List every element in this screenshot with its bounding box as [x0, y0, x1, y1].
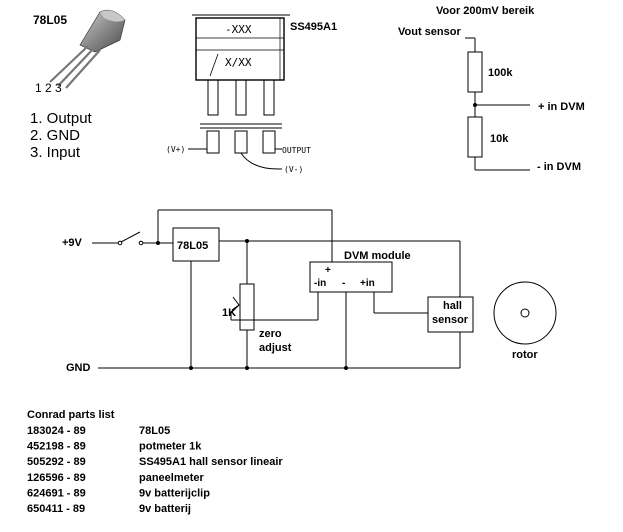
regulator-block: [172, 227, 220, 262]
hall-pin-vplus: (V+): [166, 145, 185, 154]
divider-minus-label: - in DVM: [537, 161, 581, 173]
dvm-minus-terminal: -: [342, 278, 345, 289]
voltage-divider: Voor 200mV bereik Vout sensor 100k 10k +…: [398, 5, 585, 173]
dvm-title: DVM module: [344, 250, 411, 262]
divider-title: Voor 200mV bereik: [436, 5, 535, 17]
divider-vout-label: Vout sensor: [398, 26, 461, 38]
regulator-block-label: 78L05: [177, 240, 208, 252]
hall-sensor-label-1: hall: [443, 300, 462, 312]
parts-row-description: paneelmeter: [139, 472, 205, 484]
power-switch: [120, 231, 141, 243]
potentiometer: [239, 283, 255, 331]
parts-row-code: 624691 - 89: [27, 487, 86, 499]
regulator-pin-1: 1. Output: [30, 110, 93, 127]
rotor-label: rotor: [512, 349, 538, 361]
hall-package-bottom-marking: X/XX: [225, 56, 252, 69]
divider-r-bottom: 10k: [490, 133, 509, 145]
parts-row-code: 452198 - 89: [27, 441, 86, 453]
hall-package-top-marking: -XXX: [225, 23, 252, 36]
regulator-pin-numbers: 1 2 3: [35, 81, 62, 95]
parts-row-description: 9v batterijclip: [139, 487, 210, 499]
dvm-module-block: [309, 261, 393, 293]
parts-row-description: SS495A1 hall sensor lineair: [139, 456, 283, 468]
regulator-pin-2: 2. GND: [30, 127, 80, 144]
parts-row-code: 183024 - 89: [27, 425, 86, 437]
ground-label: GND: [66, 362, 91, 374]
parts-list: Conrad parts list 183024 - 89 78L05 452198…: [27, 409, 283, 515]
regulator-illustration: 78L05 1 2 3 1. Output 2. GND 3. Input: [30, 9, 126, 161]
hall-pin-output: OUTPUT: [282, 146, 311, 155]
regulator-label: 78L05: [33, 13, 67, 27]
hall-package-label: SS495A1: [290, 21, 337, 33]
zero-adjust-label-2: adjust: [259, 342, 292, 354]
parts-list-title: Conrad parts list: [27, 409, 115, 421]
to92-package-image: [49, 9, 126, 89]
regulator-pin-3: 3. Input: [30, 144, 81, 161]
supply-label: +9V: [62, 237, 83, 249]
dvm-plus-in: +in: [360, 278, 375, 289]
zero-adjust-label-1: zero: [259, 328, 282, 340]
parts-row-description: 9v batterij: [139, 503, 191, 515]
divider-r-top: 100k: [488, 67, 513, 79]
pot-value-label: 1K: [222, 307, 236, 319]
dvm-plus-terminal: +: [325, 265, 331, 276]
parts-row-code: 126596 - 89: [27, 472, 86, 484]
rotor: [493, 281, 557, 345]
hall-package-drawing: -XXX X/XX SS495A1 (V+) OUTPUT (V-): [166, 14, 337, 174]
main-schematic: +9V 78L05 1K zero adjust DVM module + -i…: [62, 209, 557, 374]
divider-plus-label: + in DVM: [538, 101, 585, 113]
parts-row-code: 650411 - 89: [27, 503, 85, 515]
hall-pin-vminus: (V-): [284, 165, 303, 174]
parts-row-description: potmeter 1k: [139, 441, 202, 453]
hall-sensor-label-2: sensor: [432, 314, 469, 326]
hall-sensor-block: [427, 296, 474, 333]
parts-row-code: 505292 - 89: [27, 456, 86, 468]
parts-row-description: 78L05: [139, 425, 170, 437]
dvm-minus-in: -in: [314, 278, 326, 289]
